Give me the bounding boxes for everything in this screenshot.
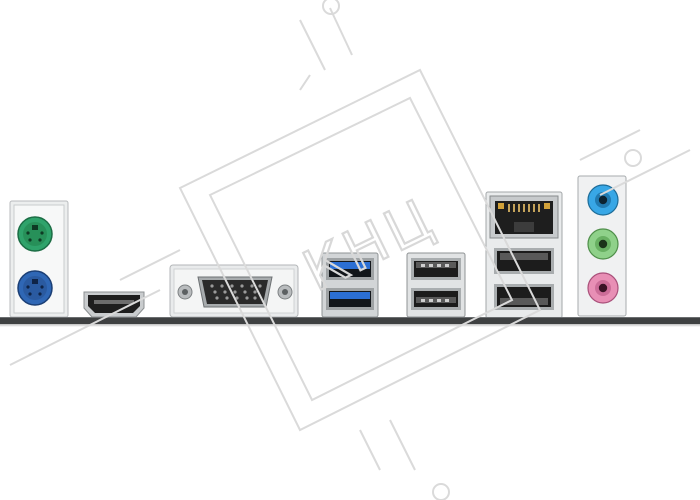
vga-screw-right [277,284,293,300]
audio-line-in-jack [587,184,619,216]
ps2-mouse-port [17,270,53,306]
vga-screw-left [177,284,193,300]
ps2-port-module [9,200,69,318]
audio-line-out-jack [587,228,619,260]
usb2-ports [406,252,466,318]
usb3-port-top [326,258,374,280]
ps2-keyboard-port [17,216,53,252]
lan-rj45-port [489,195,559,239]
vga-dsub-port [169,264,299,318]
usb3-ports [321,252,379,318]
lan-usb-module [485,191,563,319]
audio-jack-module [577,175,627,317]
lan-led-left [498,203,504,209]
usb2-port-lan-bottom [494,284,554,310]
usb2-port-top [411,258,461,280]
usb2-port-bottom [411,288,461,310]
audio-mic-jack [587,272,619,304]
lan-led-right [544,203,550,209]
board-shadow [0,324,700,327]
hdmi-port [83,291,145,318]
usb3-port-bottom [326,288,374,310]
usb2-port-lan-top [494,248,554,274]
